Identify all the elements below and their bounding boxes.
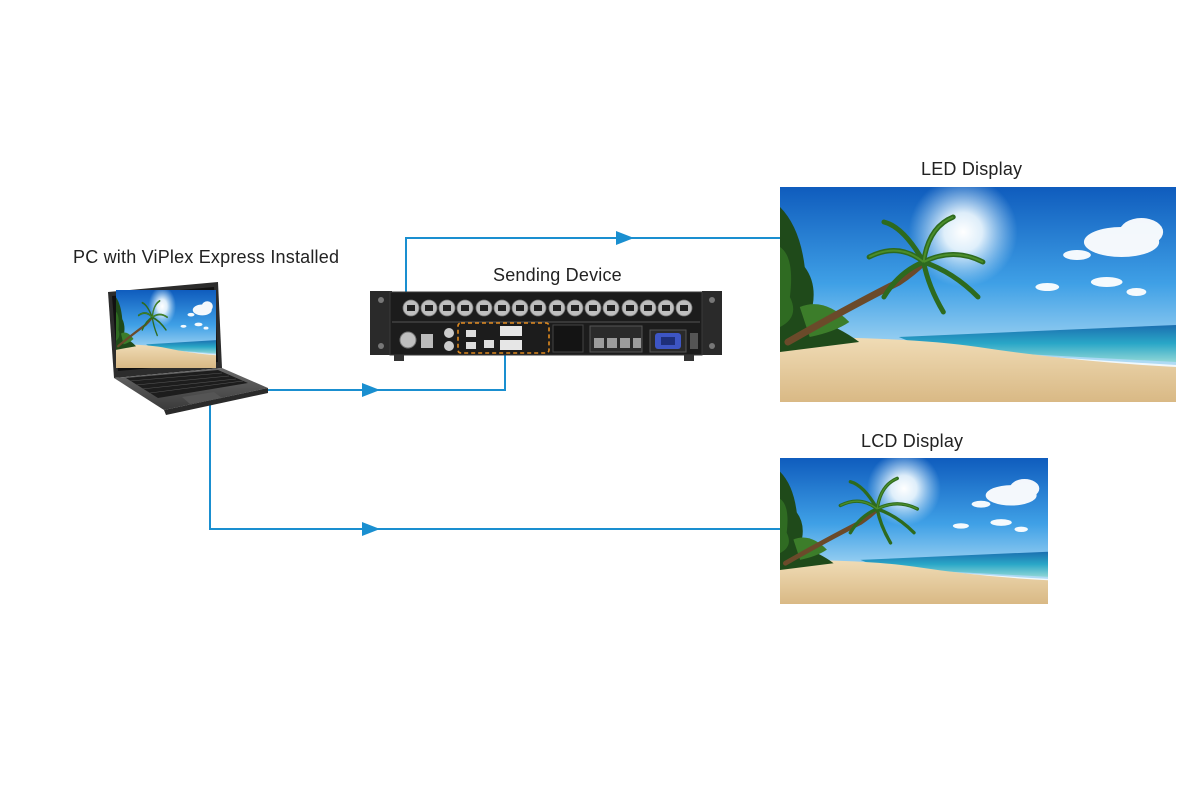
arrows: [362, 231, 634, 536]
sending-device-to-led-line: [405, 237, 782, 305]
dvi-input-highlight: [457, 322, 550, 354]
pc-label: PC with ViPlex Express Installed: [73, 247, 340, 267]
arrow-to-sending-device: [362, 383, 380, 397]
laptop-icon: [108, 282, 268, 415]
led-display-label: LED Display: [921, 159, 1023, 179]
lcd-display-label: LCD Display: [861, 431, 964, 451]
pc-to-lcd-line: [209, 404, 782, 530]
sending-device-icon: [370, 291, 722, 361]
connection-lines: [209, 237, 782, 530]
arrow-to-led-display: [616, 231, 634, 245]
arrow-to-lcd-display: [362, 522, 380, 536]
led-display-image: [780, 177, 1176, 402]
sending-device-label: Sending Device: [493, 265, 622, 285]
lcd-display-image: [780, 451, 1048, 604]
pc-to-sending-device-line: [262, 352, 506, 391]
